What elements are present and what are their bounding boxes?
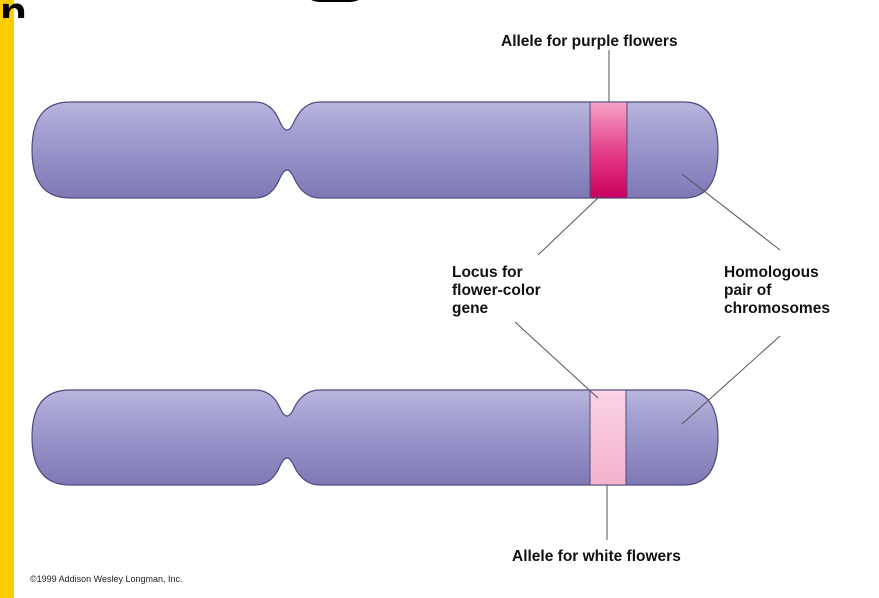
copyright-text: ©1999 Addison Wesley Longman, Inc.	[30, 574, 183, 584]
leader-locus-bottom	[515, 322, 598, 398]
top-chromosome	[32, 102, 718, 198]
label-locus: Locus for flower-color gene	[452, 264, 541, 318]
white-allele-band	[590, 390, 626, 485]
leader-homologous-top	[682, 174, 780, 250]
leader-locus-top	[538, 196, 600, 255]
purple-allele-band	[590, 102, 627, 198]
label-allele-purple: Allele for purple flowers	[501, 33, 678, 51]
leader-homologous-bottom	[682, 336, 780, 424]
label-allele-white: Allele for white flowers	[512, 548, 681, 566]
bottom-chromosome	[32, 390, 718, 485]
label-homologous: Homologous pair of chromosomes	[724, 264, 830, 318]
